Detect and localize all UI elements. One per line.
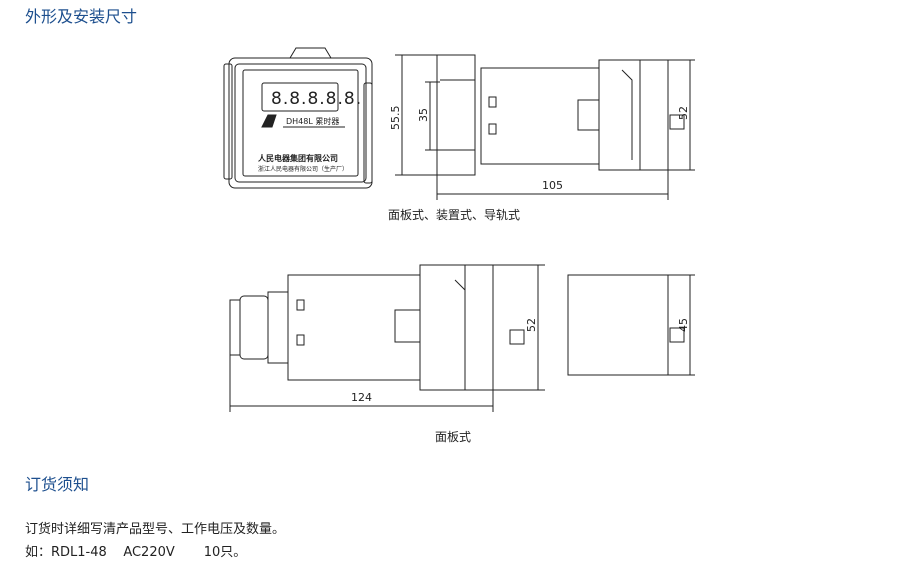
model-label: DH48L 累时器 xyxy=(286,116,339,126)
ordering-line-1: 订货时详细写清产品型号、工作电压及数量。 xyxy=(25,522,286,537)
dim-52-b: 52 xyxy=(525,318,538,332)
caption-1: 面板式、装置式、导轨式 xyxy=(388,208,520,222)
brand-line1: 人民电器集团有限公司 xyxy=(258,153,338,163)
display-digits: 8.8.8.8.8. xyxy=(271,89,362,109)
section-title-ordering: 订货须知 xyxy=(25,475,90,494)
dim-105: 105 xyxy=(542,179,563,192)
side-view-1 xyxy=(395,54,695,200)
caption-2: 面板式 xyxy=(435,430,471,444)
side-view-2 xyxy=(229,264,695,412)
dim-124: 124 xyxy=(351,391,372,404)
brand-line2: 浙江人民电器有限公司（生产厂） xyxy=(258,165,348,173)
dim-55-5: 55.5 xyxy=(389,106,402,131)
section-title-dimensions: 外形及安装尺寸 xyxy=(25,7,138,26)
dim-45: 45 xyxy=(677,318,690,332)
dim-52: 52 xyxy=(677,106,690,120)
front-panel-view xyxy=(223,47,373,189)
ordering-line-2: 如：RDL1-48 AC220V 10只。 xyxy=(25,545,247,560)
dim-35: 35 xyxy=(417,108,430,122)
dimension-drawings: 8.8.8.8.8. DH48L 累时器 人民电器集团有限公司 浙江人民电器有限… xyxy=(223,47,695,444)
